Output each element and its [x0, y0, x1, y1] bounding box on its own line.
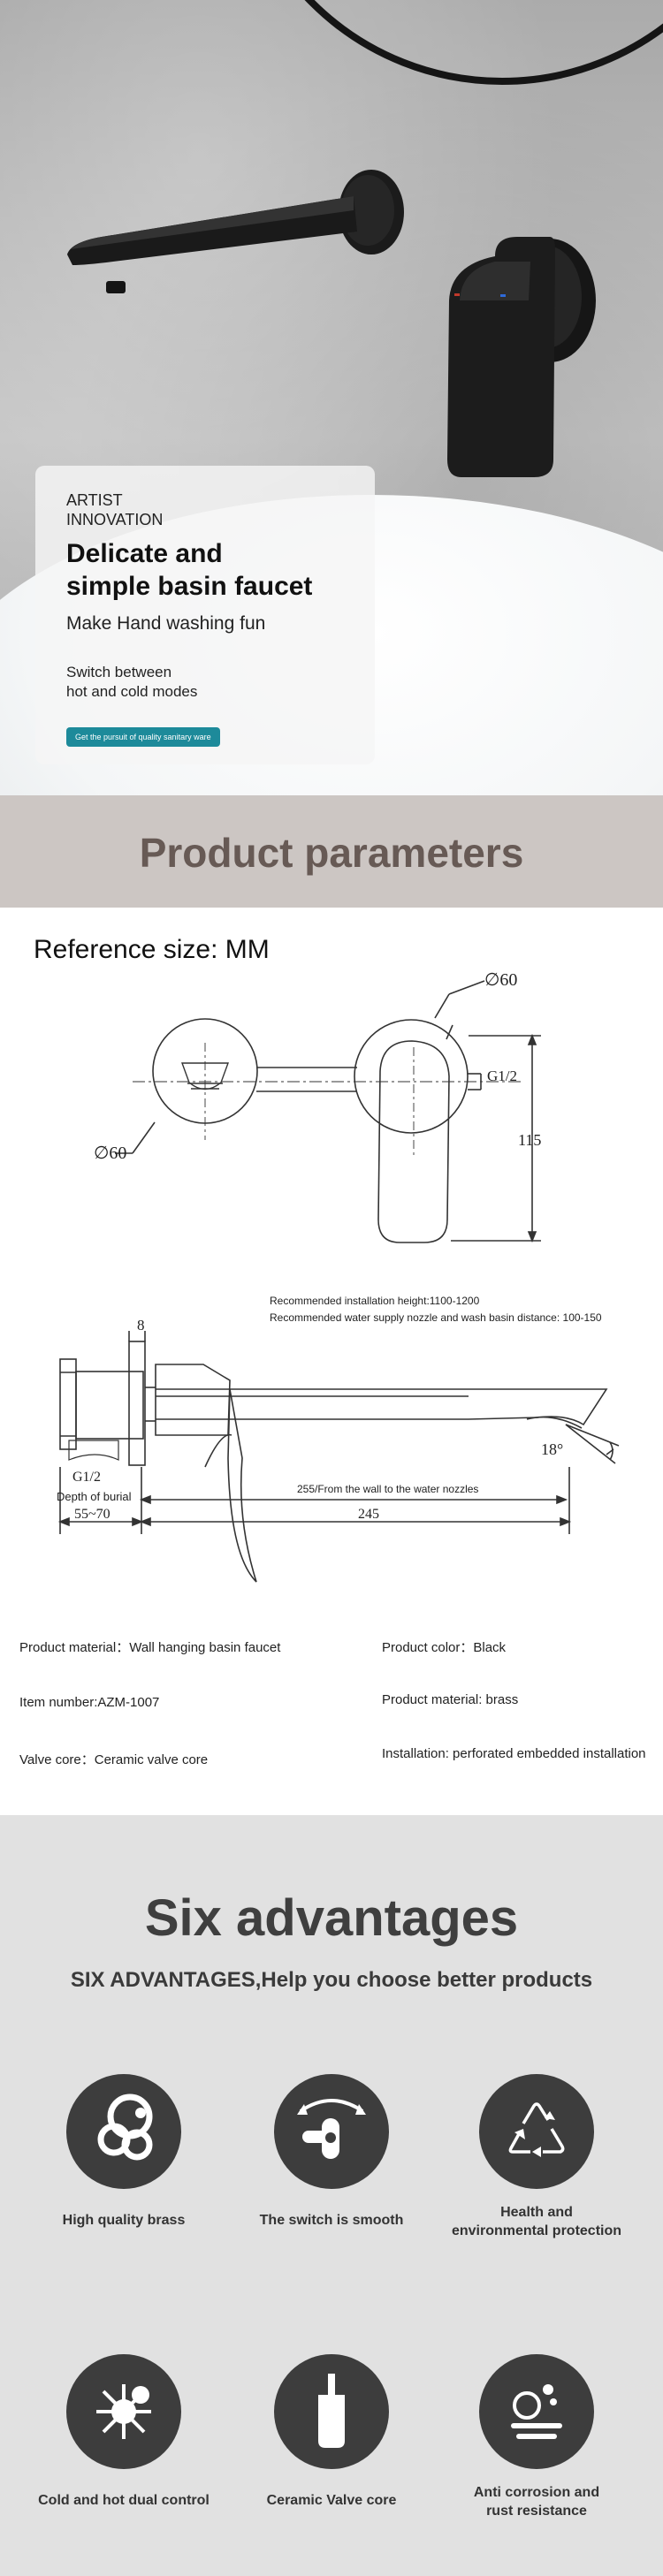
length-label: 245 — [358, 1507, 379, 1522]
advantage-label: The switch is smooth — [259, 2213, 404, 2228]
spec-item-number: Item number:AZM-1007 — [19, 1695, 160, 1710]
parameters-banner: Product parameters — [0, 795, 663, 908]
snow-sun-icon — [66, 2354, 181, 2469]
brass-circles-icon — [66, 2074, 181, 2189]
advantage-label: Cold and hot dual control — [38, 2493, 210, 2508]
angle-label: 18° — [541, 1440, 564, 1458]
spec-valve-core: Valve core：Ceramic valve core — [19, 1752, 209, 1767]
nozzle-distance-note: Recommended water supply nozzle and wash… — [270, 1311, 602, 1324]
advantage-label: Anti corrosion and rust resistance — [473, 2485, 600, 2519]
spec-material-brass: Product material: brass — [382, 1692, 519, 1707]
thickness-label: 8 — [137, 1317, 145, 1334]
hero-info-card: ARTIST INNOVATION Delicate and simple ba… — [35, 466, 375, 764]
quality-tag: Get the pursuit of quality sanitary ware — [66, 727, 220, 747]
depth-range-label: 55~70 — [74, 1507, 110, 1522]
diameter-label-left: ∅60 — [94, 1144, 127, 1163]
switch-lever-icon — [274, 2074, 389, 2189]
reference-size-label: Reference size: MM — [34, 935, 270, 964]
parameters-title: Product parameters — [139, 830, 524, 876]
technical-drawing — [57, 980, 620, 1583]
thread-label-side: G1/2 — [72, 1470, 101, 1485]
spec-product-color: Product color：Black — [382, 1640, 507, 1655]
installation-height-note: Recommended installation height:1100-120… — [270, 1295, 480, 1307]
water-drop-icon — [479, 2354, 594, 2469]
advantage-label: Ceramic Valve core — [266, 2493, 397, 2508]
thread-label-top: G1/2 — [487, 1068, 517, 1084]
spec-installation: Installation: perforated embedded instal… — [382, 1746, 646, 1761]
advantage-label: Health and environmental protection — [451, 2205, 622, 2238]
advantages-title: Six advantages — [144, 1889, 519, 1947]
hero-description: Switch between hot and cold modes — [66, 664, 198, 700]
valve-core-icon — [274, 2354, 389, 2469]
diameter-label-top: ∅60 — [484, 970, 518, 990]
advantages-subtitle: SIX ADVANTAGES,Help you choose better pr… — [70, 1968, 593, 1992]
height-label: 115 — [518, 1131, 542, 1149]
recycle-icon — [479, 2074, 594, 2189]
advantages-section: Six advantages SIX ADVANTAGES,Help you c… — [0, 1815, 663, 2576]
hero-subtitle: Make Hand washing fun — [66, 613, 266, 634]
wall-to-nozzle-note: 255/From the wall to the water nozzles — [297, 1483, 479, 1495]
hero-section: ARTIST INNOVATION Delicate and simple ba… — [0, 0, 663, 795]
hero-eyebrow: ARTIST INNOVATION — [66, 491, 164, 528]
spec-product-material: Product material：Wall hanging basin fauc… — [19, 1640, 281, 1655]
depth-label: Depth of burial — [57, 1490, 132, 1503]
hero-title: Delicate and simple basin faucet — [66, 539, 313, 601]
advantage-label: High quality brass — [62, 2213, 186, 2228]
faucet-image — [67, 170, 596, 477]
